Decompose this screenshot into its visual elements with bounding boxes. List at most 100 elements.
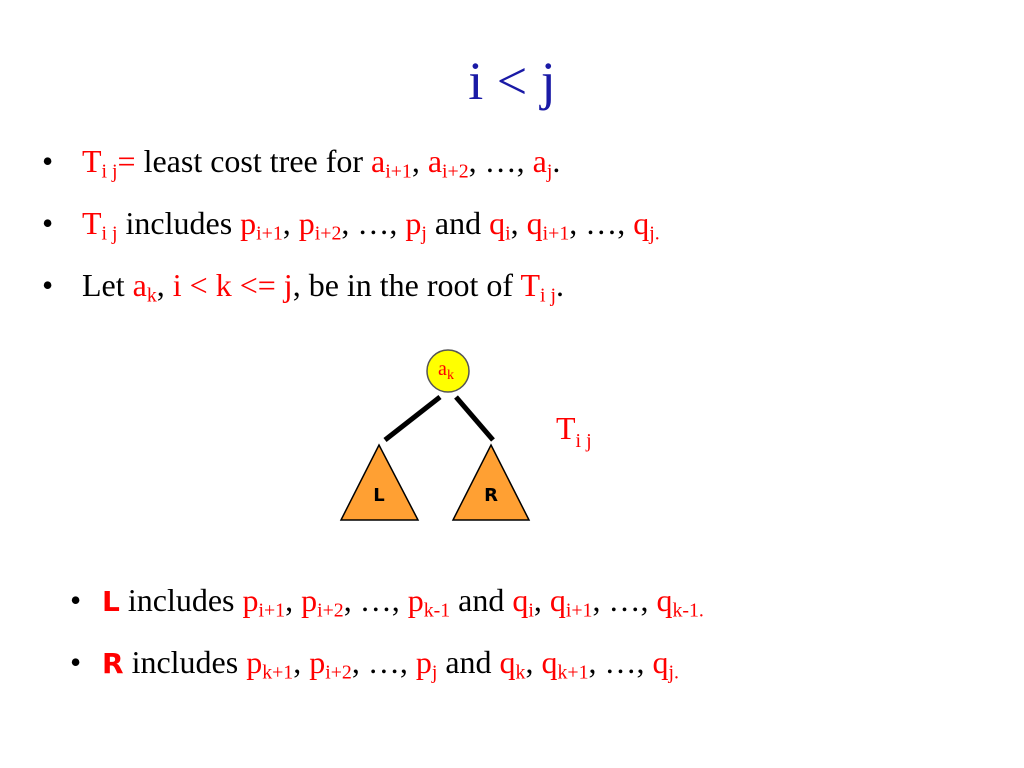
symbol-q: q — [549, 582, 566, 618]
period: . — [556, 267, 565, 303]
ellipsis: , …, — [343, 582, 408, 618]
bullet-text: includes — [117, 205, 241, 241]
conjunction: and — [426, 205, 490, 241]
separator: , — [525, 644, 542, 680]
symbol-q: q — [526, 205, 543, 241]
bullet-text: includes — [119, 582, 243, 618]
bullet-list: • Ti j= least cost tree for ai+1, ai+2, … — [42, 143, 660, 329]
separator: , — [282, 205, 299, 241]
separator: , — [533, 582, 550, 618]
left-subtree — [339, 443, 420, 521]
symbol-t: T — [520, 267, 541, 303]
symbol-p: p — [246, 644, 263, 680]
symbol-p: p — [407, 582, 424, 618]
subscript: i+1 — [385, 160, 412, 183]
condition: i < k <= j — [172, 267, 293, 303]
symbol-t: T — [82, 205, 102, 241]
subtree-bullet-list: • L includes pi+1, pi+2, …, pk-1 and qi,… — [70, 582, 704, 706]
subscript: j — [546, 160, 553, 183]
bullet-marker: • — [42, 143, 54, 179]
ellipsis: , …, — [351, 644, 416, 680]
separator: , — [156, 267, 173, 303]
tree-label: Ti j — [556, 410, 592, 452]
equals-sign: = — [117, 143, 136, 179]
symbol-t: T — [82, 143, 102, 179]
subscript: i+1 — [258, 599, 286, 622]
bullet-item-root: • Let ak, i < k <= j, be in the root of … — [42, 267, 660, 329]
tree-symbol: T — [556, 410, 576, 446]
separator: , — [285, 582, 302, 618]
subscript: i+2 — [442, 160, 469, 183]
subscript: i j — [101, 222, 118, 245]
ellipsis: , …, — [588, 644, 653, 680]
bullet-marker: • — [42, 205, 54, 241]
bullet-marker: • — [70, 582, 82, 618]
tree-subscript: i j — [576, 430, 592, 452]
bullet-item-tij-includes: • Ti j includes pi+1, pi+2, …, pj and qi… — [42, 205, 660, 267]
symbol-q: q — [499, 644, 516, 680]
subscript: i+1 — [542, 222, 570, 245]
symbol-p: p — [240, 205, 257, 241]
bullet-text: least cost tree for — [135, 143, 372, 179]
symbol-p: p — [405, 205, 422, 241]
subscript: k — [146, 284, 157, 307]
symbol-q: q — [489, 205, 506, 241]
root-node — [426, 349, 470, 393]
subscript: k-1. — [672, 599, 704, 622]
conjunction: and — [450, 582, 513, 618]
right-edge — [454, 395, 495, 442]
symbol-a: a — [371, 143, 386, 179]
symbol-a: a — [132, 267, 147, 303]
left-subtree-label: L — [373, 485, 384, 506]
separator: , — [293, 644, 310, 680]
ellipsis: , …, — [569, 205, 634, 241]
separator: , — [411, 143, 428, 179]
subscript: i+1 — [565, 599, 593, 622]
bullet-text: , be in the root of — [292, 267, 521, 303]
left-edge — [383, 395, 442, 442]
bullet-item-tij-definition: • Ti j= least cost tree for ai+1, ai+2, … — [42, 143, 660, 205]
separator: , — [510, 205, 527, 241]
symbol-q: q — [633, 205, 650, 241]
ellipsis: , …, — [592, 582, 657, 618]
root-label: ak — [438, 358, 454, 383]
symbol-q: q — [652, 644, 669, 680]
bullet-text: includes — [123, 644, 247, 680]
symbol-p: p — [309, 644, 326, 680]
symbol-p: p — [415, 644, 432, 680]
subscript: i+2 — [314, 222, 342, 245]
symbol-q: q — [512, 582, 529, 618]
subtree-name: L — [102, 585, 120, 618]
conjunction: and — [437, 644, 500, 680]
ellipsis: , …, — [468, 143, 533, 179]
subscript: k — [515, 661, 526, 684]
subscript: k+1 — [557, 661, 589, 684]
slide-title: i < j — [468, 51, 556, 111]
bullet-text: Let — [82, 267, 133, 303]
symbol-q: q — [656, 582, 673, 618]
root-symbol: a — [438, 358, 447, 380]
subscript: j. — [649, 222, 660, 245]
symbol-q: q — [541, 644, 558, 680]
subscript: i — [505, 222, 511, 245]
subtree-name: R — [102, 647, 124, 680]
right-subtree — [451, 443, 531, 521]
subscript: i+2 — [325, 661, 352, 684]
symbol-a: a — [427, 143, 443, 179]
subscript: i+1 — [256, 222, 283, 245]
subscript: i — [528, 599, 534, 622]
subscript: i+2 — [317, 599, 344, 622]
ellipsis: , …, — [341, 205, 406, 241]
subscript: k+1 — [262, 661, 294, 684]
bullet-marker: • — [42, 267, 54, 303]
tree-diagram: ak L R Ti j — [339, 349, 592, 521]
subscript: i j — [540, 284, 557, 307]
subscript: i j — [101, 160, 118, 183]
right-subtree-label: R — [484, 485, 498, 506]
root-subscript: k — [447, 368, 454, 383]
bullet-marker: • — [70, 644, 82, 680]
symbol-p: p — [301, 582, 318, 618]
subscript: j. — [668, 661, 679, 684]
period: . — [552, 143, 561, 179]
symbol-p: p — [298, 205, 315, 241]
